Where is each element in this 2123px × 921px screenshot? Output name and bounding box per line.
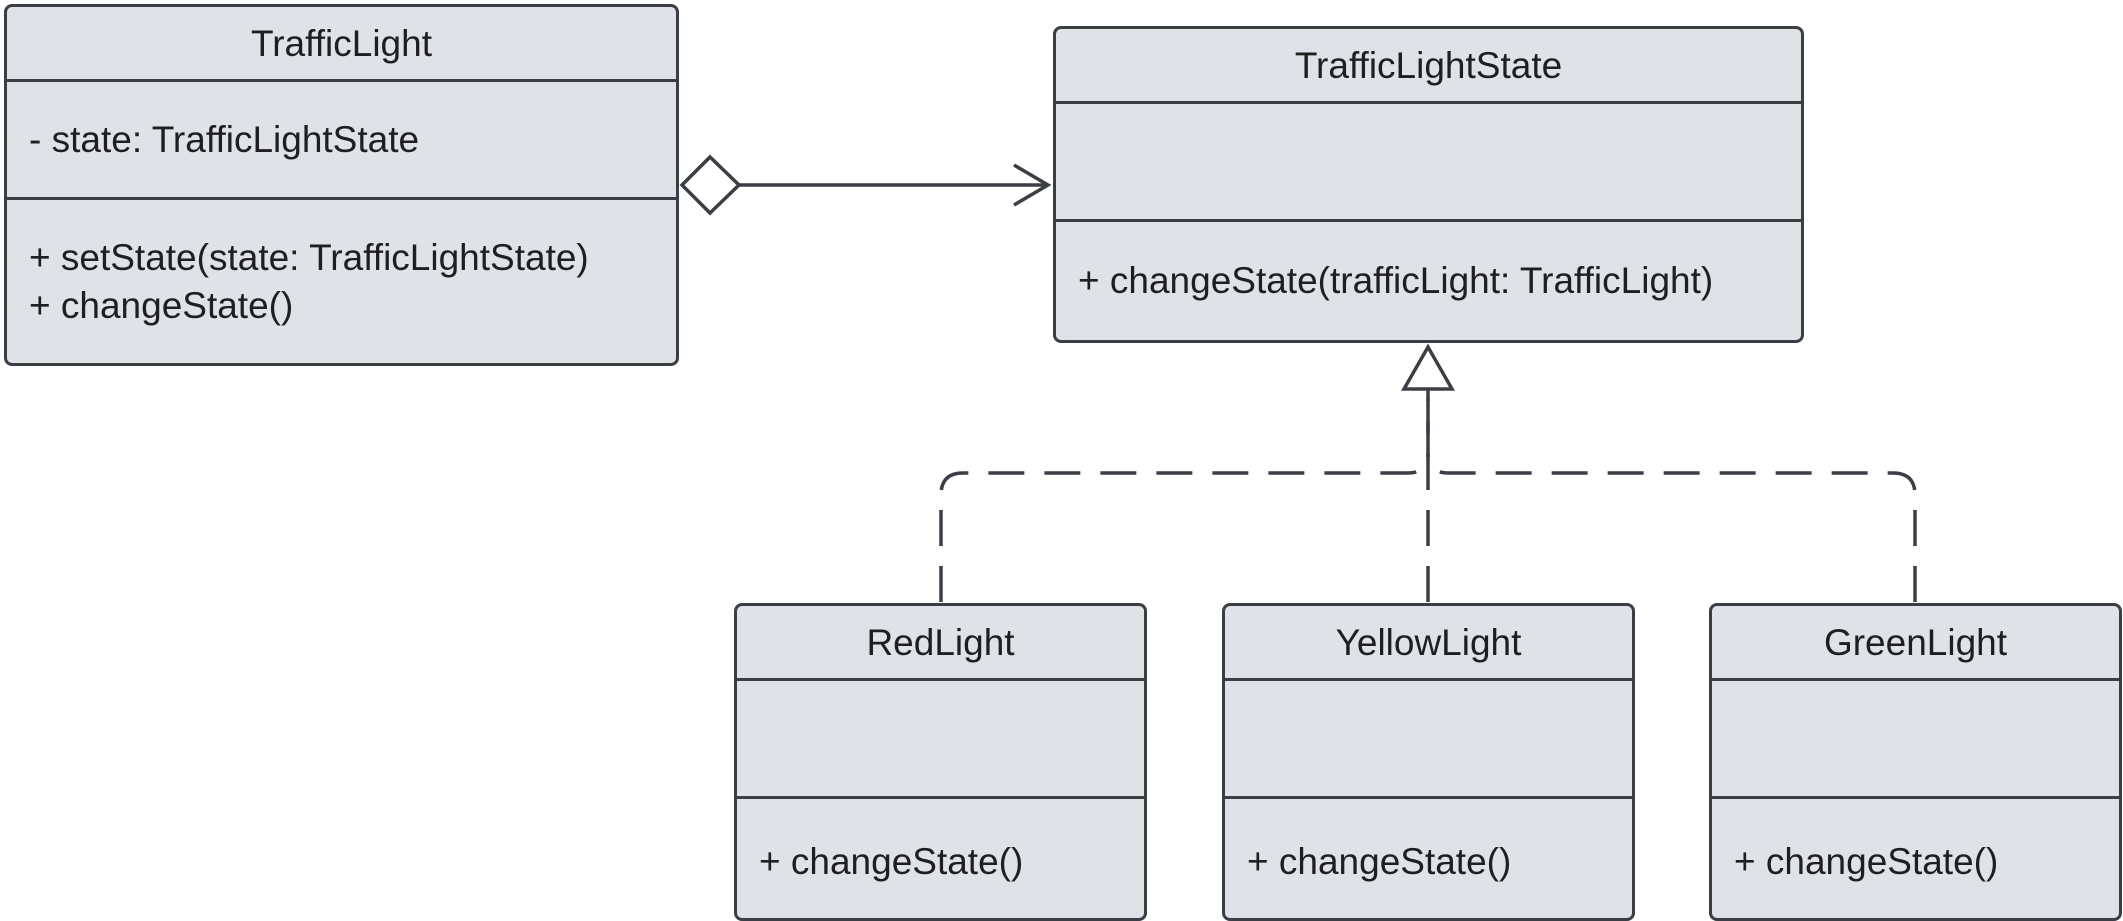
operation: + changeState(): [759, 840, 1024, 882]
class-name: TrafficLightState: [1056, 29, 1801, 104]
realization-line-green: [1426, 452, 1917, 602]
class-name: RedLight: [737, 606, 1144, 681]
operations-section: + changeState(): [737, 799, 1144, 918]
attributes-section: [737, 681, 1144, 799]
operations-section: + changeState(trafficLight: TrafficLight…: [1056, 222, 1801, 340]
aggregation-arrowhead-icon: [1013, 163, 1052, 207]
realization-triangle-icon: [1400, 343, 1456, 391]
class-traffic-light-state[interactable]: TrafficLightState + changeState(trafficL…: [1053, 26, 1804, 343]
class-name: YellowLight: [1225, 606, 1632, 681]
attributes-section: [1225, 681, 1632, 799]
class-green-light[interactable]: GreenLight + changeState(): [1709, 603, 2122, 921]
realization-connector: [939, 390, 1917, 602]
operation: + changeState(): [29, 284, 294, 326]
realization-line-red: [939, 390, 1430, 602]
operation: + changeState(): [1247, 840, 1512, 882]
operation: + setState(state: TrafficLightState): [29, 236, 589, 278]
operations-section: + changeState(): [1225, 799, 1632, 918]
operation: + changeState(trafficLight: TrafficLight…: [1078, 260, 1714, 301]
attribute: - state: TrafficLightState: [29, 118, 420, 160]
attributes-section: [1712, 681, 2119, 799]
attributes-section: [1056, 104, 1801, 222]
class-name: TrafficLight: [7, 7, 676, 82]
class-traffic-light[interactable]: TrafficLight - state: TrafficLightState …: [4, 4, 679, 366]
attributes-section: - state: TrafficLightState: [7, 82, 676, 200]
operation: + changeState(): [1734, 840, 1999, 882]
class-yellow-light[interactable]: YellowLight + changeState(): [1222, 603, 1635, 921]
class-red-light[interactable]: RedLight + changeState(): [734, 603, 1147, 921]
aggregation-diamond-icon: [679, 154, 742, 216]
operations-section: + changeState(): [1712, 799, 2119, 918]
class-name: GreenLight: [1712, 606, 2119, 681]
operations-section: + setState(state: TrafficLightState) + c…: [7, 200, 676, 363]
